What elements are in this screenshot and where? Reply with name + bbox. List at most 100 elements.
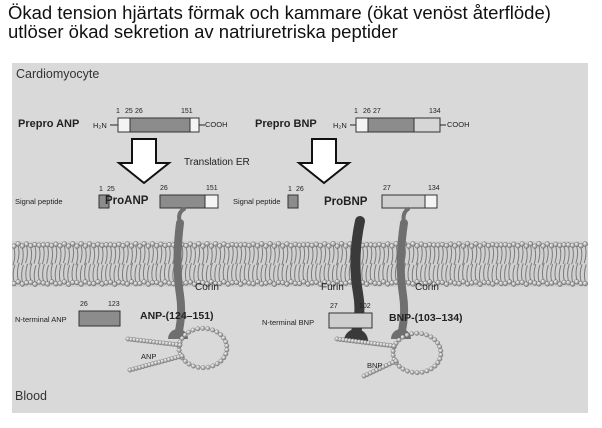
lipid-head <box>465 241 470 246</box>
prepro-bnp-num-134: 134 <box>429 108 441 115</box>
amino-acid-bead <box>391 353 395 357</box>
nterminal-anp-num-26: 26 <box>80 301 88 308</box>
signal-peptide-bnp-num-1: 1 <box>288 186 292 193</box>
lipid-head <box>201 244 206 249</box>
lipid-head <box>293 242 298 247</box>
lipid-head <box>532 244 537 249</box>
amino-acid-bead <box>439 349 443 353</box>
signal-peptide-anp-num-25: 25 <box>107 186 115 193</box>
corin-anp-label: Corin <box>195 282 219 293</box>
amino-acid-bead <box>429 335 433 339</box>
signal-peptide-bnp-num-26: 26 <box>296 186 304 193</box>
amino-acid-bead <box>224 340 228 344</box>
amino-acid-bead <box>219 359 223 363</box>
lipid-head <box>112 243 117 248</box>
amino-acid-bead <box>180 354 184 358</box>
lipid-head <box>41 281 46 286</box>
probnp-label: ProBNP <box>324 196 367 208</box>
cell-membrane <box>12 241 588 287</box>
amino-acid-bead <box>433 364 437 368</box>
amino-acid-bead <box>401 367 405 371</box>
prepro-anp-cooh: COOH <box>205 120 228 129</box>
prepro-bnp-bar <box>350 118 446 132</box>
translation-er-label: Translation ER <box>184 157 250 168</box>
lipid-head <box>423 243 428 248</box>
anp-fragment-label: ANP-(124–151) <box>140 310 214 322</box>
title-line-1: Ökad tension hjärtats förmak och kammare… <box>8 3 598 22</box>
amino-acid-bead <box>196 365 200 369</box>
amino-acid-bead <box>191 328 195 332</box>
nterminal-bnp-box <box>329 313 372 328</box>
lipid-head <box>310 243 315 248</box>
amino-acid-bead <box>206 365 210 369</box>
lipid-head <box>96 242 101 247</box>
signal-peptide-anp-label: Signal peptide <box>15 197 63 206</box>
prepro-bnp-h2n: H₂N <box>333 121 347 130</box>
prepro-anp-num-26: 26 <box>135 108 143 115</box>
amino-acid-bead <box>397 338 401 342</box>
diagram-graphics <box>12 63 588 413</box>
lipid-head <box>138 244 143 249</box>
lipid-head <box>184 281 189 286</box>
probnp-bar <box>382 195 437 208</box>
lipid-head <box>117 280 122 285</box>
amino-acid-bead <box>410 370 414 374</box>
lipid-head <box>503 242 508 247</box>
prepro-bnp-label: Prepro BNP <box>255 118 317 130</box>
lipid-head <box>465 281 470 286</box>
amino-acid-bead <box>191 364 195 368</box>
bnp-peptide-label: BNP <box>367 361 382 370</box>
lipid-head <box>440 242 445 247</box>
region-label-blood: Blood <box>15 389 47 403</box>
lipid-head <box>243 242 248 247</box>
probnp-num-27: 27 <box>383 185 391 192</box>
amino-acid-bead <box>225 348 229 352</box>
nterminal-bnp-label: N-terminal BNP <box>262 318 314 327</box>
lipid-head <box>37 280 42 285</box>
amino-acid-bead <box>225 344 229 348</box>
prepro-anp-num-151: 151 <box>181 108 193 115</box>
amino-acid-bead <box>429 367 433 371</box>
amino-acid-bead <box>206 327 210 331</box>
lipid-head <box>570 243 575 248</box>
lipid-head <box>142 241 147 246</box>
amino-acid-bead <box>215 362 219 366</box>
probnp-num-134: 134 <box>428 185 440 192</box>
lipid-head <box>553 242 558 247</box>
lipid-head <box>104 280 109 285</box>
nterminal-bnp-num-27: 27 <box>330 303 338 310</box>
lipid-head <box>583 242 588 247</box>
amino-acid-bead <box>215 330 219 334</box>
lipid-head <box>264 244 269 249</box>
lipid-head <box>390 280 395 285</box>
lipid-head <box>205 241 210 246</box>
prepro-anp-num-1: 1 <box>116 108 120 115</box>
signal-peptide-bnp-label: Signal peptide <box>233 197 281 206</box>
lipid-head <box>461 244 466 249</box>
lipid-head <box>331 241 336 246</box>
bnp-fragment-label: BNP-(103–134) <box>389 312 463 324</box>
nterminal-anp-num-123: 123 <box>108 301 120 308</box>
prepro-anp-num-25: 25 <box>125 108 133 115</box>
proanp-label: ProANP <box>105 195 148 207</box>
amino-acid-bead <box>410 332 414 336</box>
lipid-head <box>373 243 378 248</box>
prepro-bnp-num-27: 27 <box>373 108 381 115</box>
lipid-head <box>335 244 340 249</box>
lipid-head <box>75 244 80 249</box>
prepro-bnp-cooh: COOH <box>447 120 470 129</box>
amino-acid-bead <box>425 369 429 373</box>
amino-acid-bead <box>196 327 200 331</box>
amino-acid-bead <box>201 365 205 369</box>
title-line-2: utlöser ökad sekretion av natriuretriska… <box>8 22 598 41</box>
signal-peptide-bnp-box <box>288 195 298 208</box>
amino-acid-bead <box>405 333 409 337</box>
amino-acid-bead <box>415 331 419 335</box>
lipid-head <box>259 281 264 286</box>
prepro-bnp-num-1: 1 <box>354 108 358 115</box>
lipid-head <box>163 243 168 248</box>
nterminal-bnp-num-102: 102 <box>359 303 371 310</box>
amino-acid-bead <box>183 333 187 337</box>
lipid-head <box>33 242 38 247</box>
proanp-bar <box>160 195 218 208</box>
